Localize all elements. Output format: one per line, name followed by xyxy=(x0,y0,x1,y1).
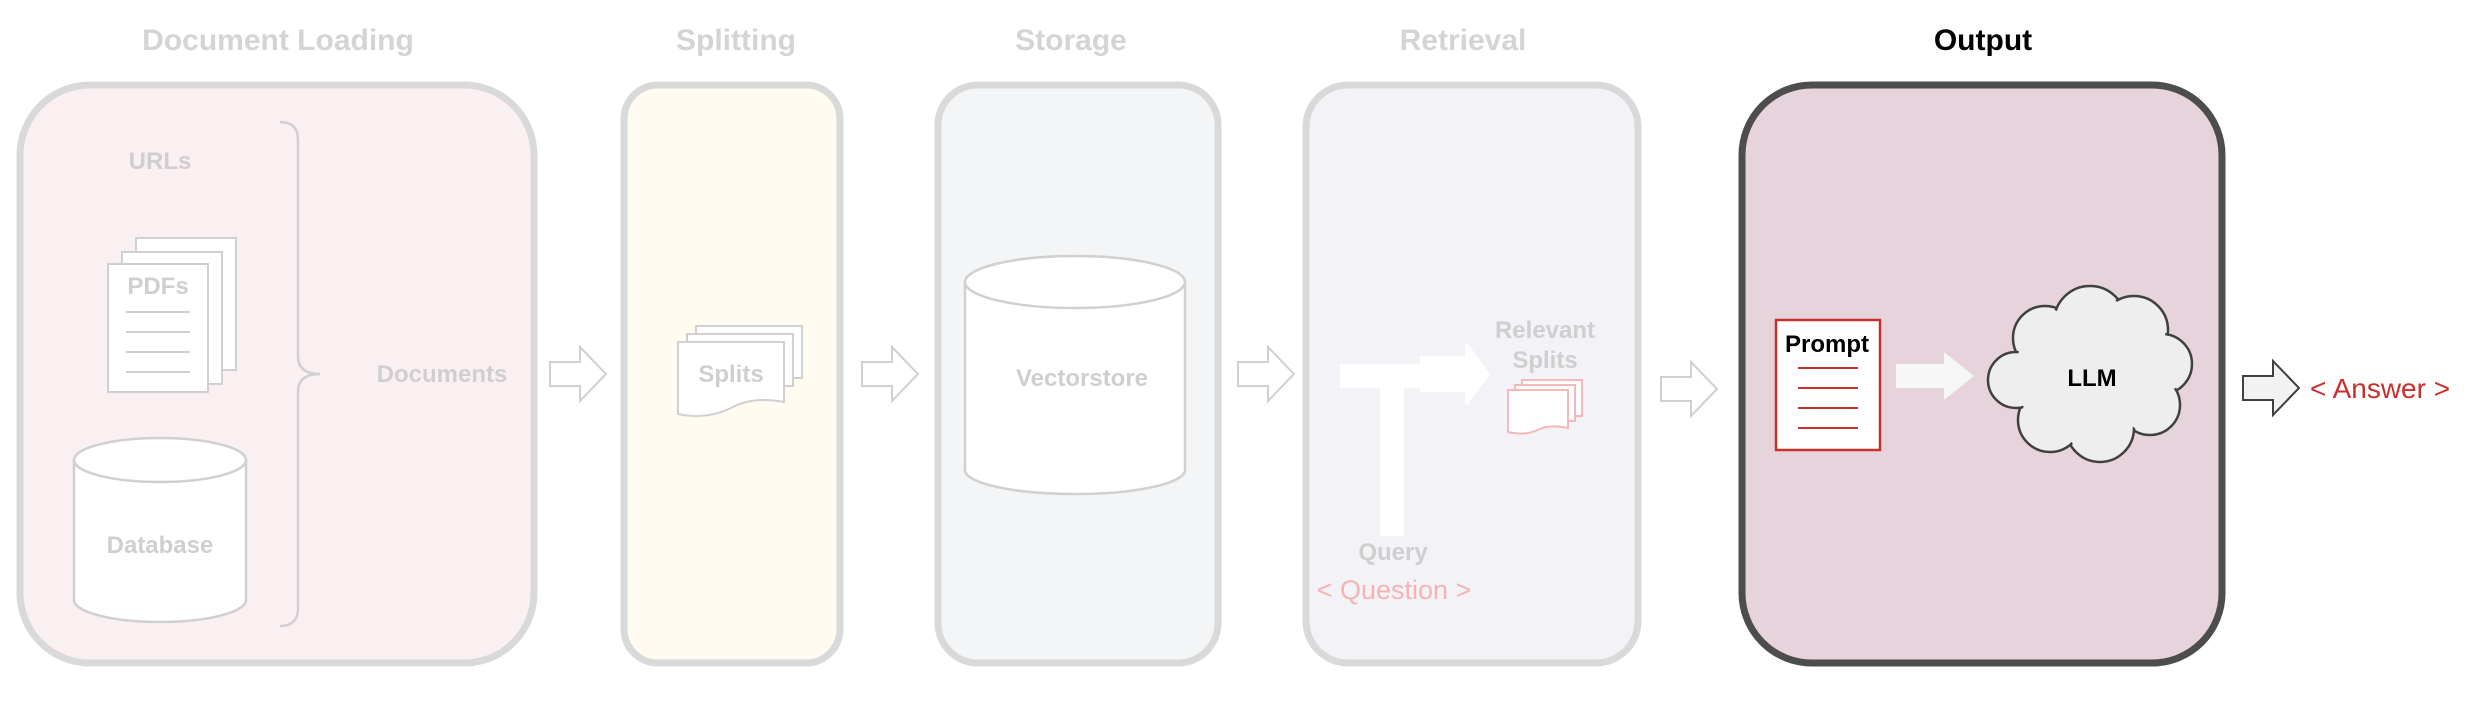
relevant-label: Relevant xyxy=(1495,317,1595,344)
splits-stack-icon xyxy=(677,325,803,417)
arrow-splitting-to-storage-icon xyxy=(861,344,920,404)
panel-output xyxy=(1738,81,2226,667)
vectorstore-icon xyxy=(963,254,1187,496)
documents-label: Documents xyxy=(377,361,508,388)
arrow-output-to-answer-icon xyxy=(2242,358,2301,418)
prompt-document-icon xyxy=(1774,318,1882,452)
stage-title-output: Output xyxy=(1934,24,2032,57)
llm-cloud-fill xyxy=(1990,288,2190,460)
stage-title-storage: Storage xyxy=(1015,24,1127,57)
pdfs-label: PDFs xyxy=(127,273,188,300)
database-icon xyxy=(72,436,248,624)
arrow-storage-to-retrieval-icon xyxy=(1237,344,1296,404)
urls-label: URLs xyxy=(129,148,192,175)
stage-title-splitting: Splitting xyxy=(676,24,796,57)
retrieval-query-arrow-icon xyxy=(1340,344,1490,536)
stage-title-retrieval: Retrieval xyxy=(1400,24,1527,57)
database-label: Database xyxy=(107,532,214,559)
relevant-splits-stack-icon xyxy=(1507,379,1583,435)
splits-label: Splits xyxy=(698,361,763,388)
relevant-splits-label: Splits xyxy=(1512,347,1577,374)
llm-label: LLM xyxy=(2067,365,2116,392)
arrow-loading-to-splitting-icon xyxy=(549,344,608,404)
prompt-to-llm-arrow-icon xyxy=(1896,352,1974,400)
answer-placeholder: < Answer > xyxy=(2310,373,2450,404)
pdfs-stack-icon xyxy=(107,237,237,393)
documents-brace xyxy=(279,120,321,628)
question-placeholder: < Question > xyxy=(1317,575,1472,605)
vectorstore-label: Vectorstore xyxy=(1016,365,1148,392)
stage-title-document-loading: Document Loading xyxy=(142,24,414,57)
query-label: Query xyxy=(1358,539,1428,566)
arrow-retrieval-to-output-icon xyxy=(1660,359,1719,419)
prompt-label: Prompt xyxy=(1785,331,1869,358)
